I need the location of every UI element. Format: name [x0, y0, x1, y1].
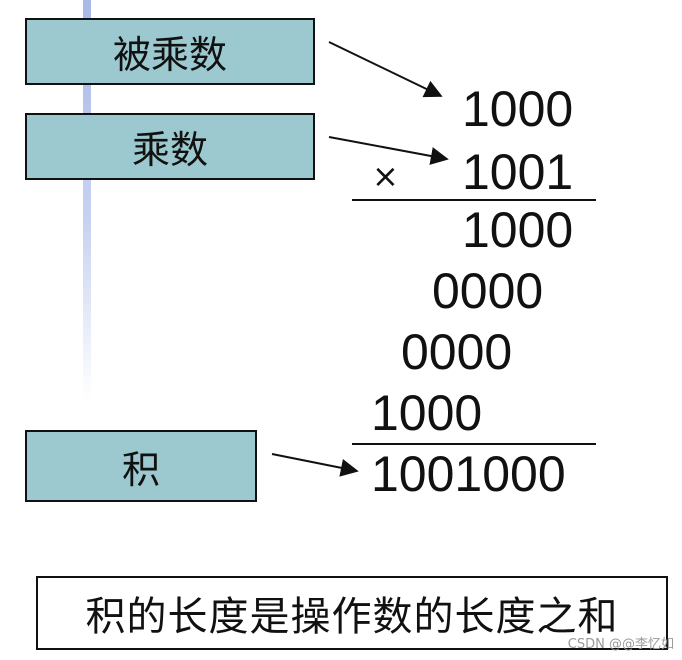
product-label-box: 积 [25, 430, 257, 502]
conclusion-box: 积的长度是操作数的长度之和 [36, 576, 668, 650]
product-value: 1001000 [371, 446, 566, 502]
sum-rule-bottom [352, 443, 596, 445]
partial-product-2: 0000 [432, 263, 544, 319]
partial-product-4: 1000 [371, 385, 483, 441]
partial-product-3: 0000 [401, 324, 513, 380]
multiplicand-label: 被乘数 [112, 33, 227, 77]
multiplicand-value: 1000 [462, 81, 574, 137]
multiplier-label: 乘数 [131, 128, 208, 172]
partial-product-1: 1000 [462, 202, 574, 258]
product-label: 积 [121, 447, 160, 492]
multiplier-arrow [328, 136, 449, 165]
multiplicand-label-box: 被乘数 [25, 18, 315, 85]
watermark: CSDN @@李忆如 [567, 637, 674, 652]
multiplicand-arrow [328, 41, 443, 98]
conclusion-text: 积的长度是操作数的长度之和 [85, 594, 619, 640]
decorative-side-bar [83, 0, 91, 400]
times-sign: × [372, 157, 399, 195]
product-arrow [271, 453, 359, 477]
multiplier-value: 1001 [462, 144, 574, 200]
multiplier-label-box: 乘数 [25, 113, 315, 180]
sum-rule-top [352, 199, 596, 201]
